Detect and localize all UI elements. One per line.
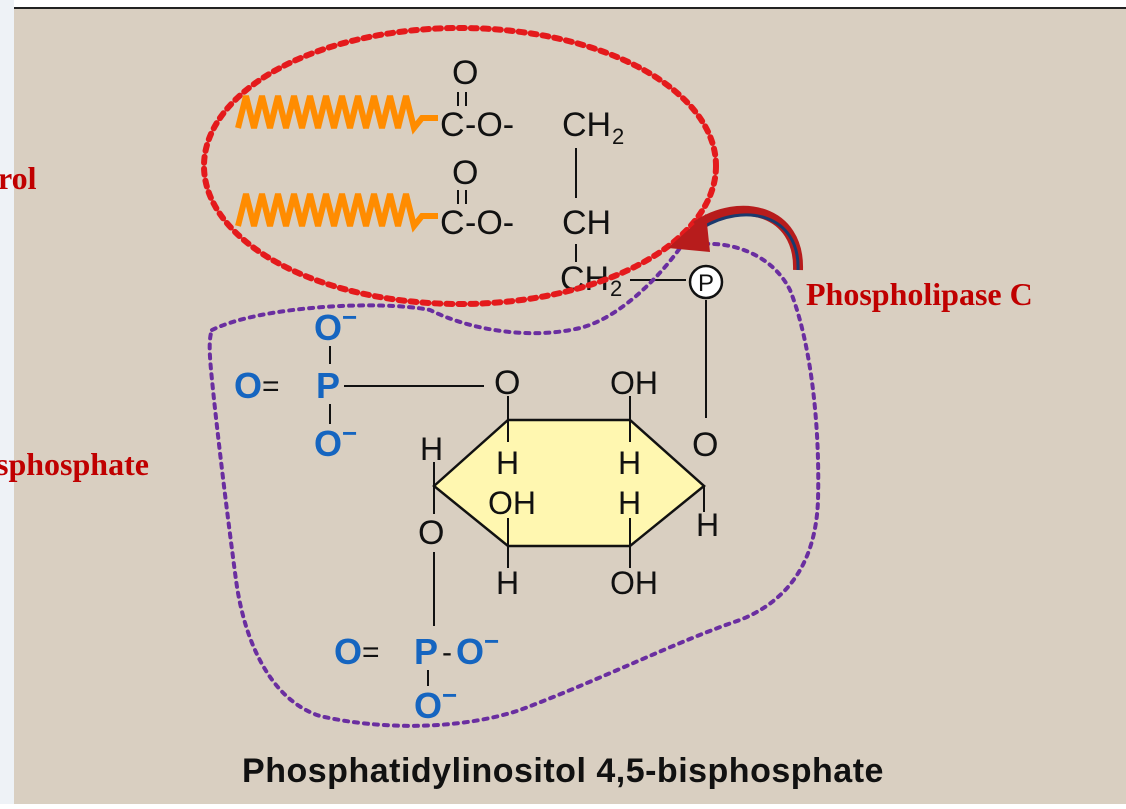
phosphate2-double-bond: =: [362, 636, 380, 669]
ch2-top-sub: 2: [612, 124, 624, 149]
background-panel: [14, 8, 1126, 804]
phosphate1-o-top: O: [314, 307, 342, 348]
ch2-top: CH: [562, 106, 611, 144]
ch2-bottom-sub: 2: [610, 276, 622, 301]
phosphate1-double-bond: =: [262, 370, 280, 403]
ring-link-o: O: [692, 426, 718, 464]
ester-link-2: -O-: [465, 204, 514, 242]
left-margin: [0, 0, 14, 804]
h-right: H: [696, 507, 719, 543]
h-bottom: H: [496, 565, 519, 601]
carbonyl-o-1: O: [452, 54, 478, 92]
ip3-label: sphosphate: [0, 446, 149, 482]
phosphate1-o-top-charge: −: [342, 302, 357, 332]
ch-middle: CH: [562, 204, 611, 242]
phosphate1-p: P: [316, 365, 340, 406]
diacylglycerol-outline: [201, 25, 719, 307]
h-inner-2: H: [618, 445, 641, 481]
ring-o-top: O: [494, 364, 520, 402]
h-inner-3: H: [618, 485, 641, 521]
phosphate2-dash: -: [442, 636, 452, 669]
phospholipase-arrow-inner: [701, 213, 800, 271]
phosphate-circle: [688, 264, 724, 300]
h-left: H: [420, 431, 443, 467]
oh-top-right: OH: [610, 365, 658, 401]
caption: Phosphatidylinositol 4,5-bisphosphate: [242, 752, 884, 790]
phosphate1-o-bottom: O: [314, 423, 342, 464]
fatty-acid-chain-2: [235, 193, 438, 233]
diacylglycerol-label: rol: [0, 160, 37, 196]
h-inner-1: H: [496, 445, 519, 481]
oh-inner: OH: [488, 485, 536, 521]
ring-o-bottom: O: [418, 514, 444, 552]
phospholipase-c-label: Phospholipase C: [806, 276, 1033, 312]
phosphate1-o-bottom-charge: −: [342, 418, 357, 448]
carbonyl-o-2: O: [452, 154, 478, 192]
phosphate-circle-label: P: [698, 270, 714, 297]
phosphate1-o-left: O: [234, 365, 262, 406]
phosphate2-p: P: [414, 631, 438, 672]
fatty-acid-chain-1: [235, 95, 438, 135]
carbon-2: C: [440, 204, 465, 242]
phosphate2-o-right: O: [456, 631, 484, 672]
ip3-outline: [207, 241, 821, 728]
carbon-1: C: [440, 106, 465, 144]
phosphate2-o-bottom: O: [414, 685, 442, 726]
phosphate2-o-right-charge: −: [484, 626, 499, 656]
phospholipase-arrowhead: [668, 214, 710, 252]
ester-link-1: -O-: [465, 106, 514, 144]
oh-bottom: OH: [610, 565, 658, 601]
phosphate2-o-left: O: [334, 631, 362, 672]
phosphate2-o-bottom-charge: −: [442, 680, 457, 710]
